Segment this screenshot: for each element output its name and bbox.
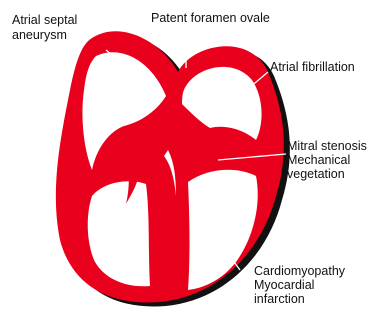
label-patent-foramen-ovale: Patent foramen ovale: [151, 11, 270, 25]
label-mitral-line-2: Mechanical: [287, 153, 350, 167]
label-ventricle-line-1: Cardiomyopathy: [254, 264, 346, 278]
label-ventricle-line-3: infarction: [254, 292, 305, 306]
label-ventricle: Cardiomyopathy Myocardial infarction: [254, 264, 349, 306]
label-mitral-line-1: Mitral stenosis: [287, 139, 367, 153]
label-mitral: Mitral stenosis Mechanical vegetation: [287, 139, 370, 181]
label-atrial-septal-aneurysm: Atrial septal aneurysm: [12, 13, 81, 42]
label-asa-line-1: Atrial septal: [12, 13, 77, 27]
left-ventricle-chamber: [188, 170, 258, 290]
label-ventricle-line-2: Myocardial: [254, 278, 314, 292]
label-atrial-fibrillation: Atrial fibrillation: [270, 60, 355, 74]
label-asa-line-2: aneurysm: [12, 28, 67, 42]
label-mitral-line-3: vegetation: [287, 167, 345, 181]
